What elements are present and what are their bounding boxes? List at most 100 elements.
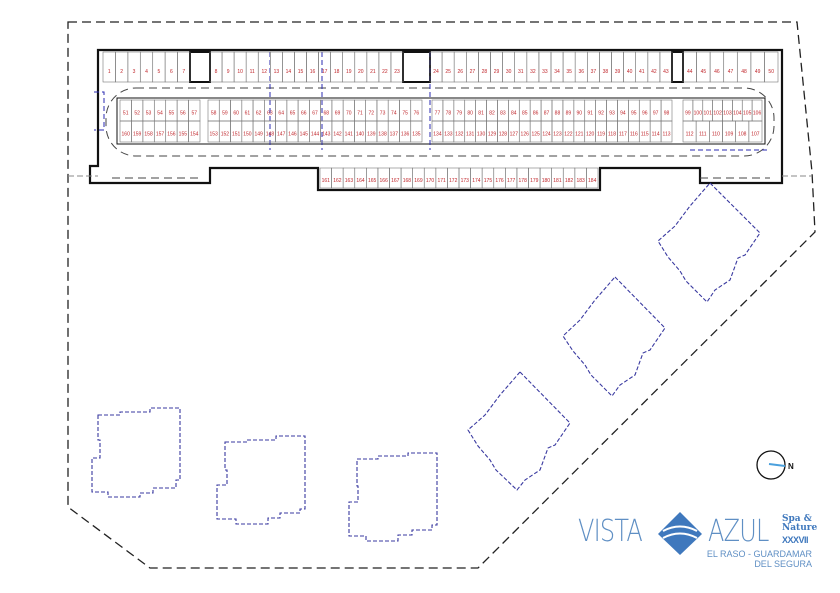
parking-space-number: 44 — [687, 69, 693, 75]
parking-space: 112 — [682, 120, 697, 143]
parking-space-outline — [115, 51, 129, 83]
parking-space-number: 172 — [449, 178, 458, 184]
parking-space-number: 145 — [300, 132, 309, 138]
parking-space: 37 — [586, 51, 600, 83]
parking-space: 92 — [595, 99, 607, 122]
parking-space: 46 — [709, 51, 725, 83]
parking-space-number: 180 — [542, 178, 551, 184]
parking-space-number: 76 — [414, 111, 420, 117]
parking-space: 41 — [635, 51, 649, 83]
parking-space-outline — [354, 51, 368, 83]
parking-space-number: 128 — [499, 132, 508, 138]
parking-space-number: 41 — [639, 69, 645, 75]
drive-loop — [105, 87, 775, 157]
parking-space-number: 158 — [144, 132, 153, 138]
parking-space-number: 120 — [586, 132, 595, 138]
parking-space-number: 35 — [566, 69, 572, 75]
parking-space: 66 — [297, 99, 310, 122]
parking-space-outline — [709, 51, 725, 83]
parking-space: 54 — [153, 99, 167, 122]
parking-space-number: 155 — [179, 132, 188, 138]
parking-space-number: 116 — [630, 132, 638, 138]
parking-space: 4 — [139, 51, 154, 83]
parking-space: 95 — [628, 99, 640, 122]
parking-space-number: 28 — [482, 69, 488, 75]
parking-space-number: 89 — [566, 111, 572, 117]
parking-space-number: 1 — [108, 69, 111, 75]
parking-space-number: 40 — [627, 69, 633, 75]
parking-space-number: 136 — [401, 132, 410, 138]
parking-space-number: 132 — [455, 132, 464, 138]
logo-word-azul: AZUL — [708, 514, 769, 549]
parking-space-outline — [164, 51, 178, 83]
parking-space: 35 — [562, 51, 576, 83]
parking-space-number: 80 — [467, 111, 473, 117]
parking-space-number: 133 — [444, 132, 453, 138]
parking-space-number: 135 — [412, 132, 421, 138]
parking-space-number: 78 — [446, 111, 452, 117]
parking-space-number: 134 — [433, 132, 442, 138]
parking-space-outline — [550, 51, 564, 83]
parking-space: 81 — [475, 99, 487, 122]
parking-space-number: 61 — [245, 111, 251, 117]
parking-space: 182 — [562, 167, 576, 189]
parking-space-outline — [441, 51, 455, 83]
parking-space: 18 — [330, 51, 343, 83]
parking-space: 119 — [595, 120, 607, 143]
parking-space: 62 — [252, 99, 265, 122]
parking-space-number: 16 — [310, 69, 316, 75]
residential-block — [467, 371, 571, 491]
parking-space-number: 164 — [356, 178, 365, 184]
parking-space-number: 25 — [445, 69, 451, 75]
parking-space: 129 — [486, 120, 498, 143]
parking-space: 8 — [209, 51, 223, 83]
parking-space-number: 118 — [608, 132, 616, 138]
parking-space-number: 53 — [146, 111, 152, 117]
logo-tagline: Spa &Nature — [782, 515, 817, 533]
residential-block — [348, 452, 438, 542]
parking-space-outline — [623, 51, 636, 83]
parking-space-number: 157 — [156, 132, 165, 138]
parking-space-number: 31 — [518, 69, 524, 75]
parking-space-outline — [764, 51, 779, 83]
parking-space-outline — [750, 51, 765, 83]
parking-space: 164 — [354, 167, 367, 189]
parking-space-number: 126 — [521, 132, 530, 138]
parking-space-number: 175 — [484, 178, 493, 184]
parking-space-outline — [378, 51, 392, 83]
parking-space: 47 — [723, 51, 738, 83]
parking-space-number: 39 — [615, 69, 621, 75]
parking-space: 91 — [584, 99, 596, 122]
parking-space: 121 — [573, 120, 586, 143]
parking-space-outline — [574, 51, 588, 83]
parking-space-outline — [390, 51, 404, 83]
parking-space-number: 125 — [531, 132, 540, 138]
parking-space-number: 66 — [301, 111, 307, 117]
parking-space: 165 — [366, 167, 379, 189]
parking-space: 183 — [574, 167, 587, 189]
parking-space: 98 — [660, 99, 673, 122]
residential-block — [91, 407, 181, 498]
parking-space: 23 — [390, 51, 404, 83]
parking-space: 38 — [599, 51, 612, 83]
parking-space-outline — [257, 51, 271, 83]
parking-space: 171 — [435, 167, 448, 189]
residential-block — [216, 435, 306, 525]
parking-space-outline — [562, 51, 576, 83]
parking-space-outline — [599, 51, 612, 83]
parking-space: 128 — [497, 120, 509, 143]
parking-space: 116 — [628, 120, 640, 143]
parking-space-number: 178 — [519, 178, 528, 184]
parking-space-number: 20 — [358, 69, 364, 75]
parking-space: 127 — [508, 120, 520, 143]
parking-space-number: 162 — [333, 178, 342, 184]
parking-space: 45 — [696, 51, 711, 83]
parking-space-number: 112 — [686, 132, 694, 138]
parking-space: 1 — [102, 51, 116, 83]
parking-space-number: 2 — [120, 69, 123, 75]
parking-space: 60 — [230, 99, 243, 122]
parking-space-number: 140 — [356, 132, 365, 138]
parking-space: 69 — [331, 99, 344, 122]
parking-space: 124 — [540, 120, 553, 143]
parking-space: 109 — [722, 120, 736, 143]
